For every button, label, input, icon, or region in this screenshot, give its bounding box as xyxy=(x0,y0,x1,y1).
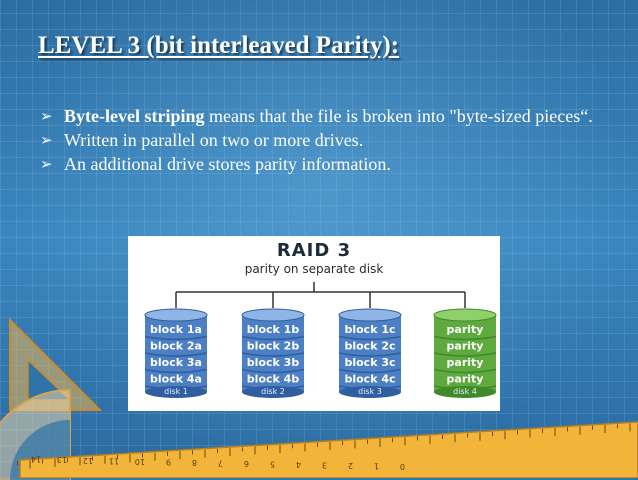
disk-band xyxy=(433,385,497,390)
bullet-text: means that the file is broken into "byte… xyxy=(204,106,593,126)
disk-band xyxy=(144,352,208,357)
disk-label: disk 3 xyxy=(358,387,382,396)
block-label: block 3b xyxy=(247,356,300,369)
bullet-item: ➢ Byte-level striping means that the file… xyxy=(40,104,600,128)
bullet-text: An additional drive stores parity inform… xyxy=(64,154,391,174)
disk-band xyxy=(241,368,305,374)
disk-band xyxy=(433,352,497,357)
arrow-bullet-icon: ➢ xyxy=(40,131,53,149)
disk-body xyxy=(434,315,496,392)
block-label: block 2b xyxy=(247,340,300,353)
disk-band xyxy=(338,352,402,357)
block-label: parity xyxy=(447,323,484,336)
arrow-bullet-icon: ➢ xyxy=(40,107,53,125)
block-label: block 2c xyxy=(344,340,395,353)
diagram-title: RAID 3 xyxy=(276,240,352,261)
disk-band xyxy=(241,335,305,341)
bullet-item: ➢ An additional drive stores parity infor… xyxy=(40,152,600,176)
disk-band xyxy=(433,368,497,374)
disk-body xyxy=(339,315,401,392)
block-label: block 3a xyxy=(150,356,202,369)
disk-label: disk 1 xyxy=(164,387,188,396)
block-label: block 4c xyxy=(344,373,395,386)
disk-band xyxy=(241,385,305,390)
bullet-list: ➢ Byte-level striping means that the file… xyxy=(40,104,600,176)
block-label: parity xyxy=(447,340,484,353)
bullet-bold-text: Byte-level striping xyxy=(64,106,205,126)
disk-band xyxy=(241,352,305,357)
disk-body xyxy=(242,315,304,392)
disk-top xyxy=(241,308,305,322)
block-label: block 3c xyxy=(344,356,395,369)
disk-band xyxy=(338,368,402,374)
diagram-subtitle: parity on separate disk xyxy=(244,262,384,276)
disk-body xyxy=(145,315,207,392)
block-label: block 4a xyxy=(150,373,202,386)
arrow-bullet-icon: ➢ xyxy=(40,155,53,173)
disk-label: disk 4 xyxy=(453,387,477,396)
block-label: block 1a xyxy=(150,323,202,336)
disk-top xyxy=(144,308,208,322)
block-label: parity xyxy=(447,373,484,386)
block-label: block 4b xyxy=(247,373,300,386)
disk-band xyxy=(144,385,208,390)
disk-band xyxy=(338,385,402,390)
block-label: block 2a xyxy=(150,340,202,353)
block-label: parity xyxy=(447,356,484,369)
disk-band xyxy=(433,335,497,341)
protractor-icon xyxy=(0,317,103,480)
disk-top xyxy=(433,308,497,322)
block-label: block 1b xyxy=(247,323,300,336)
bullet-item: ➢ Written in parallel on two or more driv… xyxy=(40,128,600,152)
disk-band xyxy=(338,335,402,341)
disk-band xyxy=(144,335,208,341)
slide-title: LEVEL 3 (bit interleaved Parity): xyxy=(38,32,400,59)
bullet-text: Written in parallel on two or more drive… xyxy=(64,130,364,150)
disk-band xyxy=(144,368,208,374)
block-label: block 1c xyxy=(344,323,395,336)
disk-top xyxy=(338,308,402,322)
disk-label: disk 2 xyxy=(261,387,285,396)
